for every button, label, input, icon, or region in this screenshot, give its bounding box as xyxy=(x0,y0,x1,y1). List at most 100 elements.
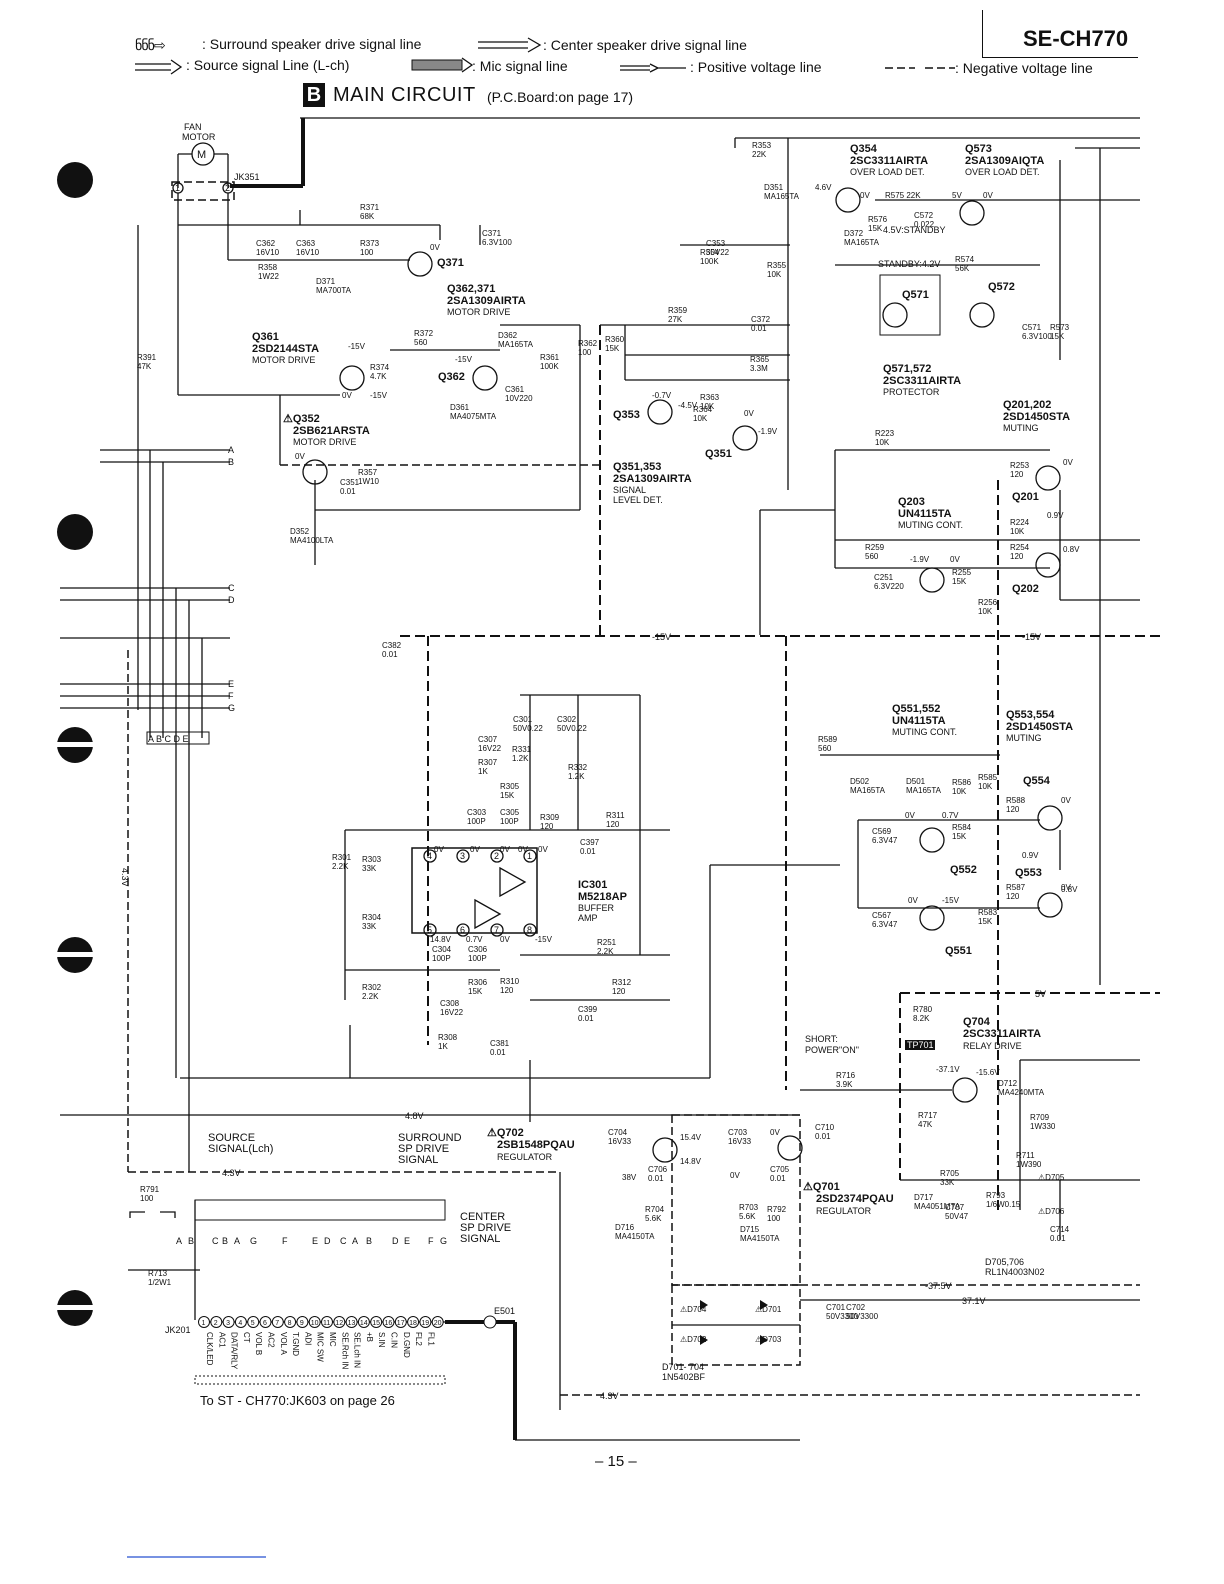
svg-text:Q552: Q552 xyxy=(950,864,977,876)
jk201-pin-label: C.IN xyxy=(390,1332,399,1348)
svg-text:AMP: AMP xyxy=(578,913,598,923)
svg-text:2SD2374PQAU: 2SD2374PQAU xyxy=(816,1193,894,1205)
svg-text:SIGNAL: SIGNAL xyxy=(398,1154,438,1166)
voltage-label: -15V xyxy=(370,391,388,400)
tp701-box xyxy=(905,1040,935,1050)
q354-symbol xyxy=(835,187,861,213)
svg-text:Q202: Q202 xyxy=(1012,583,1039,595)
svg-text:B: B xyxy=(228,457,234,467)
svg-text:PROTECTOR: PROTECTOR xyxy=(883,387,940,397)
jk201-pin-number: 13 xyxy=(348,1320,356,1327)
legend-positive-symbol xyxy=(620,63,686,73)
connector-top-letter: A xyxy=(176,1236,182,1246)
legend-mic-symbol xyxy=(411,59,463,71)
svg-text:2SB1548PQAU: 2SB1548PQAU xyxy=(497,1139,575,1151)
svg-text:2: 2 xyxy=(225,183,230,193)
jk201-pin-label: CT xyxy=(242,1332,251,1343)
svg-text:OVER LOAD DET.: OVER LOAD DET. xyxy=(850,167,925,177)
svg-text:Q353: Q353 xyxy=(613,409,640,421)
connector-top-letter: D xyxy=(324,1236,331,1246)
voltage-label: 0V xyxy=(1061,796,1071,805)
jk201-pin xyxy=(308,1316,321,1328)
svg-text:4.3V: 4.3V xyxy=(600,1391,619,1401)
connector-top-letter: F xyxy=(282,1236,288,1246)
jk201-pin xyxy=(259,1316,272,1328)
jk201-pin-number: 2 xyxy=(214,1320,218,1327)
jk201-pin-label: MIC xyxy=(328,1332,337,1347)
svg-text:STANDBY:4.2V: STANDBY:4.2V xyxy=(878,259,940,269)
svg-text:F: F xyxy=(228,691,234,701)
q371-symbol xyxy=(407,251,433,277)
svg-text:CENTER: CENTER xyxy=(460,1211,505,1223)
diode-label: ⚠D706 xyxy=(1038,1207,1065,1216)
q701-symbol xyxy=(777,1135,803,1161)
q361-symbol xyxy=(339,365,365,391)
jk201-pin xyxy=(247,1316,260,1328)
svg-text:2SA1309AIRTA: 2SA1309AIRTA xyxy=(447,295,526,307)
page-hole-marks xyxy=(55,162,95,1326)
svg-text:6: 6 xyxy=(460,925,465,935)
svg-text:Q554: Q554 xyxy=(1023,775,1051,787)
voltage-label: -0.7V xyxy=(652,391,672,400)
voltage-label: 0V xyxy=(770,1128,780,1137)
svg-text:SIGNAL: SIGNAL xyxy=(613,485,646,495)
svg-text:Q362,371: Q362,371 xyxy=(447,283,495,295)
svg-text:1: 1 xyxy=(527,851,532,861)
jk201-pin-number: 3 xyxy=(226,1320,230,1327)
jk201-pin-number: 15 xyxy=(372,1320,380,1327)
jk201-pin xyxy=(431,1316,444,1328)
q573-ref: Q573 xyxy=(965,143,992,155)
svg-text:D701- 704: D701- 704 xyxy=(662,1362,704,1372)
voltage-label: 0V xyxy=(430,243,440,252)
svg-text:4.3V: 4.3V xyxy=(222,1168,241,1178)
jk201-pin xyxy=(210,1316,223,1328)
voltage-label: 0.7V xyxy=(466,935,483,944)
svg-text:D705,706: D705,706 xyxy=(985,1257,1024,1267)
svg-text:MUTING: MUTING xyxy=(1003,423,1039,433)
q702-symbol xyxy=(652,1137,678,1163)
connector-top-letter: F xyxy=(428,1236,434,1246)
jk201-pin-label: VOL B xyxy=(254,1332,263,1355)
svg-text:REGULATOR: REGULATOR xyxy=(816,1206,872,1216)
ic301-box xyxy=(411,847,538,934)
legend-surround-symbol: ნნნ⇨ xyxy=(135,37,166,53)
svg-text:SP DRIVE: SP DRIVE xyxy=(398,1143,449,1155)
voltage-label: -15V xyxy=(942,896,960,905)
jk201-pin-number: 11 xyxy=(323,1320,330,1327)
legend-center-symbol xyxy=(478,37,542,53)
svg-text:MUTING CONT.: MUTING CONT. xyxy=(892,727,957,737)
fan-motor-label: FAN xyxy=(184,122,202,132)
jk201-pin-label: ADI xyxy=(303,1332,312,1345)
legend-negative: : Negative voltage line xyxy=(955,60,1093,76)
model-title: SE-CH770 xyxy=(1023,26,1129,51)
q571-symbol xyxy=(882,302,908,328)
